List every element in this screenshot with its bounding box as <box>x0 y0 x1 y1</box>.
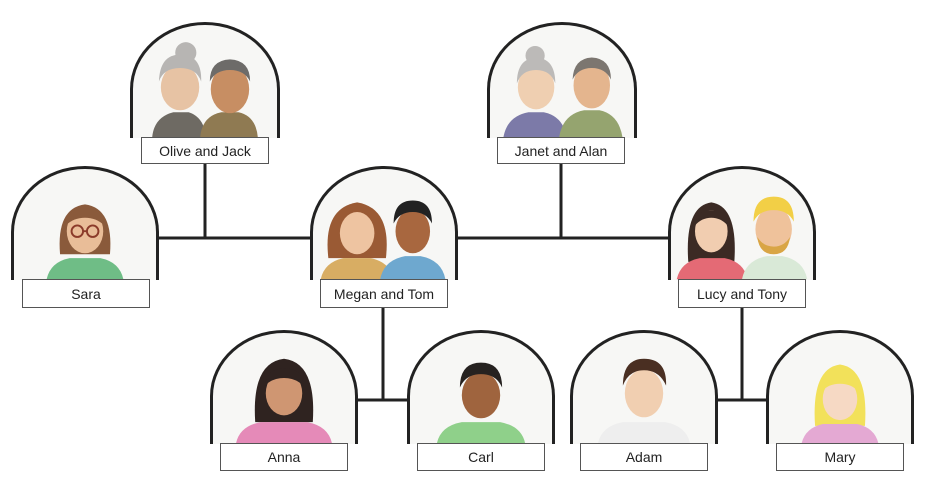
megan-tom-portrait-image <box>320 200 446 280</box>
label-mary: Mary <box>776 443 904 471</box>
janet-alan-portrait-image <box>503 45 623 138</box>
portrait-anna <box>210 330 358 444</box>
sara-portrait-image <box>46 204 124 280</box>
label-anna: Anna <box>220 443 348 471</box>
mary-portrait-image <box>801 364 879 444</box>
label-janet-alan: Janet and Alan <box>497 137 625 164</box>
label-carl: Carl <box>417 443 545 471</box>
label-adam: Adam <box>580 443 708 471</box>
label-olive-jack: Olive and Jack <box>141 137 269 164</box>
portrait-carl <box>407 330 555 444</box>
portrait-megan-tom <box>310 166 458 280</box>
portrait-adam <box>570 330 718 444</box>
adam-portrait-image <box>597 358 691 444</box>
carl-portrait-image <box>436 362 526 444</box>
olive-jack-portrait-image <box>152 42 258 138</box>
portrait-olive-jack <box>130 22 280 138</box>
label-lucy-tony: Lucy and Tony <box>678 279 806 308</box>
portrait-sara <box>11 166 159 280</box>
anna-portrait-image <box>236 358 332 444</box>
portrait-janet-alan <box>487 22 637 138</box>
portrait-mary <box>766 330 914 444</box>
lucy-tony-portrait-image <box>676 196 808 280</box>
portrait-lucy-tony <box>668 166 816 280</box>
label-sara: Sara <box>22 279 150 308</box>
label-megan-tom: Megan and Tom <box>320 279 448 308</box>
